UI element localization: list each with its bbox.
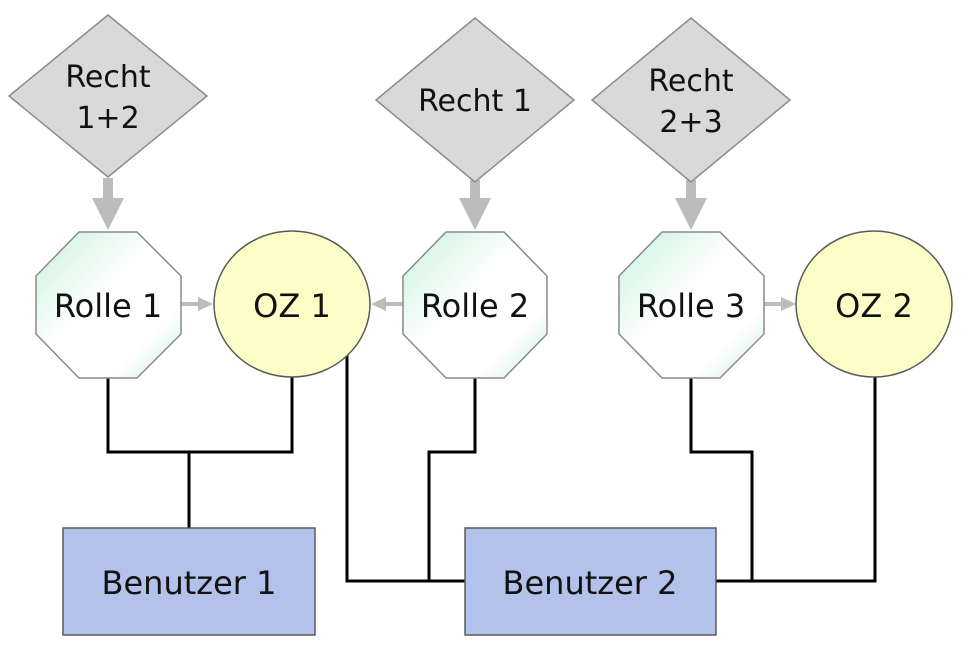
role-label: Rolle 2 [421,287,529,325]
role-rolle-3: Rolle 3 [618,231,765,379]
right-recht-2-3: Recht 2+3 [590,17,792,183]
right-label-line1: Recht [648,64,733,99]
connector-oz1-benutzer2 [345,355,465,583]
connectors [106,355,877,583]
org-unit-label: OZ 2 [835,287,913,325]
arrow-rolle3-oz2 [764,297,796,311]
diamond-shape [374,17,576,183]
arrow-recht23-rolle3 [675,180,707,230]
rect-shape [464,527,717,636]
connector-rolle1-benutzer1 [106,376,191,528]
arrow-recht12-rolle1 [92,178,124,230]
role-arrows [181,297,796,311]
connector-oz2-benutzer2 [752,376,877,583]
user-benutzer-2: Benutzer 2 [464,527,717,636]
connector-oz1-benutzer1 [189,376,294,454]
right-recht-1: Recht 1 [374,17,576,183]
right-label-line1: Recht 1 [418,84,532,119]
arrow-rolle2-oz1 [371,297,403,311]
org-unit-label: OZ 1 [253,287,331,325]
right-label-line2: 2+3 [659,105,722,140]
role-label: Rolle 3 [637,287,745,325]
arrow-rolle1-oz1 [181,297,213,311]
connector-rolle3-benutzer2 [689,376,754,583]
diamond-shape [590,17,792,183]
octagon-shape [35,231,182,379]
user-label: Benutzer 1 [102,564,277,602]
octagon-shape [402,231,548,379]
role-rolle-2: Rolle 2 [402,231,548,379]
rect-shape [62,527,316,636]
org-unit-oz-1: OZ 1 [213,230,371,378]
octagon-shape [618,231,765,379]
connector-rolle2-benutzer2 [427,376,477,581]
right-label-line1: Recht [65,60,150,95]
right-arrows [92,178,707,230]
role-rolle-1: Rolle 1 [35,231,182,379]
right-label-line2: 1+2 [76,101,139,136]
org-unit-oz-2: OZ 2 [795,230,953,378]
role-label: Rolle 1 [54,287,162,325]
circle-shape [795,230,953,378]
user-benutzer-1: Benutzer 1 [62,527,316,636]
user-label: Benutzer 2 [503,564,678,602]
diamond-shape [7,14,209,178]
arrow-recht1-rolle2 [459,180,491,230]
circle-shape [213,230,371,378]
right-recht-1-2: Recht 1+2 [7,14,209,178]
